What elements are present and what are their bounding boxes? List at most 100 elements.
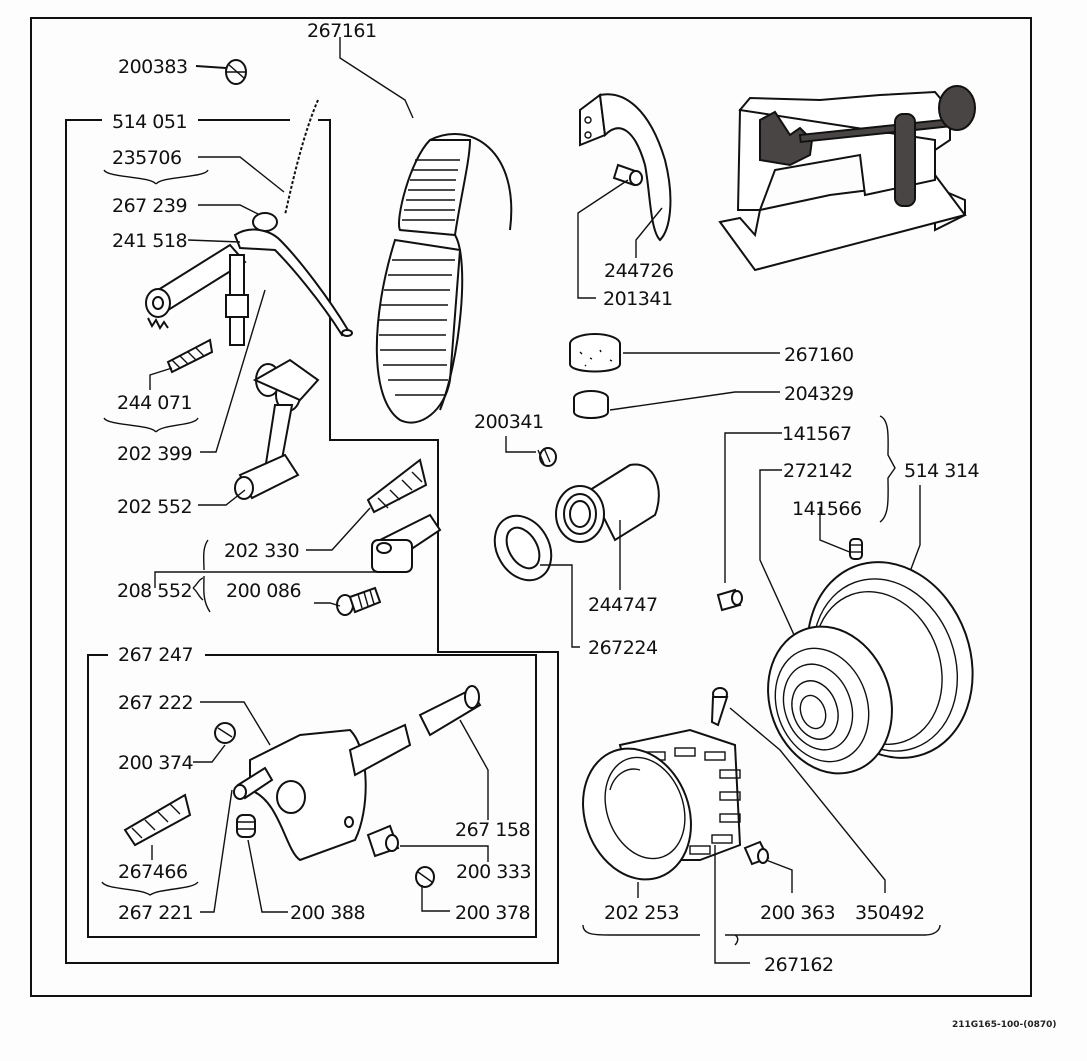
label-141566: 141566 (792, 498, 862, 520)
label-272142: 272142 (783, 460, 853, 482)
label-267222: 267 222 (118, 692, 193, 714)
brace-235706 (103, 169, 209, 185)
leader-141567 (724, 432, 782, 583)
label-267160: 267160 (784, 344, 854, 366)
leader-350492 (729, 707, 886, 893)
leader-200374 (193, 744, 226, 763)
label-267466: 267466 (118, 861, 188, 883)
label-350492: 350492 (855, 902, 925, 924)
label-141567: 141567 (782, 423, 852, 445)
wick-235706-icon (284, 99, 319, 216)
oil-distributor-267239-icon (233, 212, 353, 337)
felt-pad-267160-icon (569, 333, 621, 373)
leader-200378 (421, 885, 450, 912)
label-244726: 244726 (604, 260, 674, 282)
label-241518: 241 518 (112, 230, 187, 252)
pulley-514314-icon (767, 561, 974, 775)
brace-208552 (192, 577, 204, 601)
leader-267162 (714, 845, 750, 964)
leader-267158 (459, 719, 489, 820)
leader-267221 (200, 789, 233, 913)
wick-202330-icon (366, 458, 428, 514)
leader-267222 (200, 701, 271, 746)
feed-shaft-icon (145, 243, 249, 346)
leader-200388 (247, 839, 288, 913)
label-200333: 200 333 (456, 861, 531, 883)
leader-200333 (400, 845, 489, 862)
leader-267161 (339, 37, 414, 119)
label-514314: 514 314 (904, 460, 979, 482)
felt-pad-204329-icon (573, 390, 609, 419)
label-200378: 200 378 (455, 902, 530, 924)
label-200374: 200 374 (118, 752, 193, 774)
screw-201341-icon (612, 163, 643, 187)
screw-200388-icon (236, 814, 256, 838)
ring-202253-icon (582, 747, 692, 881)
screw-200363-icon (743, 840, 770, 866)
brace-267466 (101, 881, 199, 896)
screw-200333-icon (366, 824, 400, 858)
leader-200086 (314, 602, 341, 607)
label-202399: 202 399 (117, 443, 192, 465)
assembly-267247-frame (87, 654, 537, 938)
crank-202552-icon (234, 358, 320, 500)
label-267224: 267224 (588, 637, 658, 659)
leader-235706 (198, 156, 285, 193)
ring-267224-icon (493, 514, 553, 582)
screw-350492-icon (710, 687, 729, 727)
leader-208552 (154, 571, 380, 588)
leader-244071 (149, 367, 173, 390)
label-267247: 267 247 (118, 644, 193, 666)
screw-200374-icon (214, 722, 236, 744)
label-200341: 200341 (474, 411, 544, 433)
screw-200341-icon (537, 447, 557, 467)
label-267158: 267 158 (455, 819, 530, 841)
eccentric-267222-icon (233, 685, 482, 862)
leader-241518 (187, 239, 241, 243)
label-244747: 244747 (588, 594, 658, 616)
screw-200086-icon (336, 586, 382, 616)
leader-201341 (577, 179, 629, 299)
label-267162: 267162 (764, 954, 834, 976)
label-201341: 201341 (603, 288, 673, 310)
sewing-machine-icon (718, 85, 976, 272)
leader-141566 (819, 507, 853, 554)
outer-frame (30, 17, 1032, 997)
leader-267239 (198, 204, 259, 215)
label-204329: 204329 (784, 383, 854, 405)
label-200086: 200 086 (226, 580, 301, 602)
clamp-208552-icon (371, 513, 442, 573)
leader-200341 (505, 436, 536, 453)
label-267221: 267 221 (118, 902, 193, 924)
wick-244071-icon (166, 338, 214, 374)
assembly-514051-frame (65, 119, 559, 964)
screw-200378-icon (415, 866, 435, 888)
label-514051: 514 051 (112, 111, 187, 133)
document-code: 211G165-100-(0870) (952, 1020, 1057, 1030)
brace-208552-group (202, 539, 211, 613)
bushing-244747-icon (555, 463, 660, 543)
leader-272142 (759, 469, 801, 649)
label-267239: 267 239 (112, 195, 187, 217)
brace-514314 (879, 415, 896, 523)
leader-204329 (609, 391, 780, 411)
label-235706: 235706 (112, 147, 182, 169)
label-202330: 202 330 (224, 540, 299, 562)
leader-244726 (635, 207, 663, 258)
label-200363: 200 363 (760, 902, 835, 924)
label-244071: 244 071 (117, 392, 192, 414)
screw-141567-icon (716, 588, 743, 612)
label-267161: 267161 (307, 20, 377, 42)
brace-244071 (103, 417, 199, 433)
screw-200383-icon (225, 59, 247, 85)
label-202552: 202 552 (117, 496, 192, 518)
leader-267224 (540, 564, 580, 648)
label-200383: 200383 (118, 56, 188, 78)
toothed-belt-267161-icon (375, 133, 513, 424)
label-208552: 208 552 (117, 580, 192, 602)
label-200388: 200 388 (290, 902, 365, 924)
brace-202253-group (582, 924, 941, 946)
label-202253: 202 253 (604, 902, 679, 924)
